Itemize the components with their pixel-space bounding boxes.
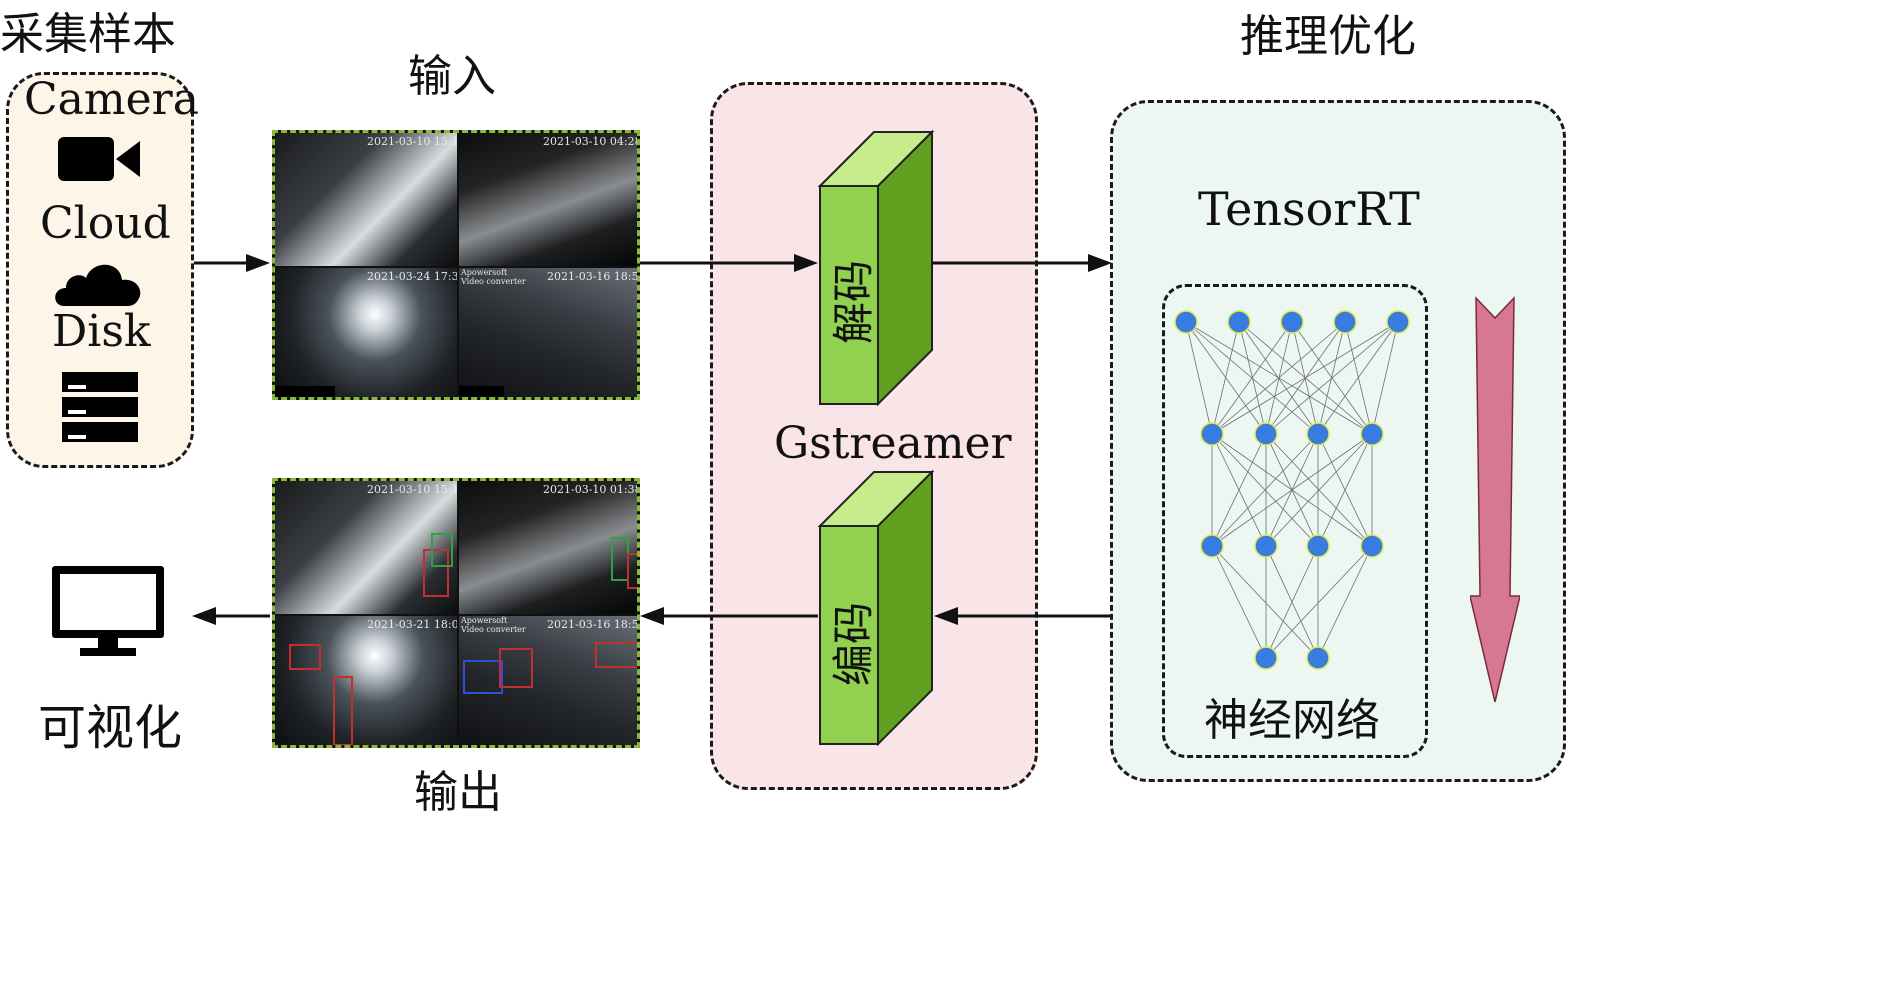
server-icon: [62, 372, 138, 442]
network-node: [1360, 534, 1384, 558]
cloud-icon: [55, 264, 141, 306]
network-box: [1162, 284, 1428, 758]
network-edge: [1211, 545, 1267, 659]
input-overlay-2: Video converter: [461, 277, 526, 286]
output-label: 输出: [414, 767, 502, 818]
video-camera-icon: [58, 137, 140, 181]
network-edge: [1211, 321, 1346, 435]
input-view-1: 2021-03-10 15:12:06: [275, 133, 457, 266]
network-edge: [1371, 321, 1399, 435]
infer-section-title: 推理优化: [1240, 11, 1416, 62]
input-label: 输入: [408, 51, 496, 102]
input-stamp-3: 2021-03-24 17:34:53: [367, 270, 457, 283]
collect-section-title: 采集样本: [0, 9, 176, 60]
detection-box: [595, 642, 637, 668]
network-edge: [1265, 545, 1319, 659]
network-node: [1254, 646, 1278, 670]
network-node: [1174, 310, 1198, 334]
network-edge: [1265, 321, 1399, 435]
tensorrt-label: TensorRT: [1198, 182, 1420, 236]
network-node: [1360, 422, 1384, 446]
output-video-grid: 2021-03-10 15:11:11 2021-03-10 01:38:18 …: [272, 478, 640, 748]
arrow-output-to-visualize: [192, 607, 270, 625]
network-edge: [1211, 433, 1267, 547]
detection-box: [627, 553, 637, 589]
network-edge: [1344, 321, 1373, 435]
input-view-3: 2021-03-24 17:34:53: [275, 268, 457, 397]
network-edge: [1317, 321, 1399, 435]
network-edge: [1317, 433, 1373, 547]
arrow-input-to-decode: [640, 254, 818, 272]
output-overlay-2: Video converter: [461, 625, 526, 634]
output-view-4: 2021-03-16 18:52:43 Apowersoft Video con…: [459, 616, 639, 745]
output-stamp-2: 2021-03-10 01:38:18: [543, 483, 637, 496]
network-edge: [1211, 433, 1373, 547]
detection-box: [431, 533, 453, 567]
network-edge: [1211, 321, 1399, 435]
decode-block: [817, 129, 935, 407]
network-edge: [1185, 321, 1267, 435]
arrow-decode-to-tensorrt: [932, 254, 1112, 272]
arrow-source-to-input: [194, 254, 270, 272]
output-overlay-1: Apowersoft: [461, 616, 508, 625]
input-view-2: 2021-03-10 04:28:50: [459, 133, 637, 266]
disk-label: Disk: [52, 306, 151, 357]
detection-box: [463, 660, 503, 694]
encode-block: [817, 469, 935, 747]
network-edge: [1185, 321, 1213, 435]
detection-box: [423, 549, 449, 597]
down-arrow-icon: [1470, 296, 1520, 703]
input-black-bar-left: [275, 386, 335, 397]
network-label: 神经网络: [1204, 695, 1380, 746]
cloud-label: Cloud: [40, 198, 171, 249]
network-node: [1200, 534, 1224, 558]
network-node: [1254, 534, 1278, 558]
camera-label: Camera: [24, 74, 199, 125]
input-overlay-1: Apowersoft: [461, 268, 508, 277]
output-view-2: 2021-03-10 01:38:18: [459, 481, 637, 614]
input-stamp-1: 2021-03-10 15:12:06: [367, 135, 457, 148]
network-edge: [1211, 321, 1240, 435]
output-view-3: 2021-03-21 18:08:16: [275, 616, 457, 745]
network-edge: [1211, 433, 1319, 547]
network-edge: [1265, 545, 1373, 659]
neural-network-graph: [1174, 310, 1410, 670]
input-video-grid: 2021-03-10 15:12:06 2021-03-10 04:28:50 …: [272, 130, 640, 400]
output-stamp-1: 2021-03-10 15:11:11: [367, 483, 457, 496]
network-node: [1306, 534, 1330, 558]
detection-box: [289, 644, 321, 670]
network-node: [1280, 310, 1304, 334]
network-node: [1306, 422, 1330, 446]
visualize-label: 可视化: [38, 700, 183, 756]
network-node: [1254, 422, 1278, 446]
network-edge: [1211, 545, 1319, 659]
detection-box: [499, 648, 533, 688]
arrow-encode-to-output: [640, 607, 818, 625]
network-node: [1227, 310, 1251, 334]
network-node: [1333, 310, 1357, 334]
network-node: [1200, 422, 1224, 446]
network-edge: [1265, 433, 1373, 547]
network-edge: [1317, 545, 1373, 659]
detection-box: [333, 676, 353, 745]
network-node: [1306, 646, 1330, 670]
network-edge: [1238, 321, 1267, 435]
output-stamp-4: 2021-03-16 18:52:43: [547, 618, 639, 631]
input-black-bar-right: [459, 386, 504, 397]
input-stamp-2: 2021-03-10 04:28:50: [543, 135, 637, 148]
network-node: [1386, 310, 1410, 334]
gstreamer-label: Gstreamer: [774, 418, 1012, 469]
monitor-icon: [52, 566, 164, 656]
input-view-4: 2021-03-16 18:52:43 Apowersoft Video con…: [459, 268, 639, 397]
network-edge: [1211, 321, 1293, 435]
output-view-1: 2021-03-10 15:11:11: [275, 481, 457, 614]
arrow-tensorrt-to-encode: [934, 607, 1110, 625]
output-stamp-3: 2021-03-21 18:08:16: [367, 618, 457, 631]
input-stamp-4: 2021-03-16 18:52:43: [547, 270, 639, 283]
